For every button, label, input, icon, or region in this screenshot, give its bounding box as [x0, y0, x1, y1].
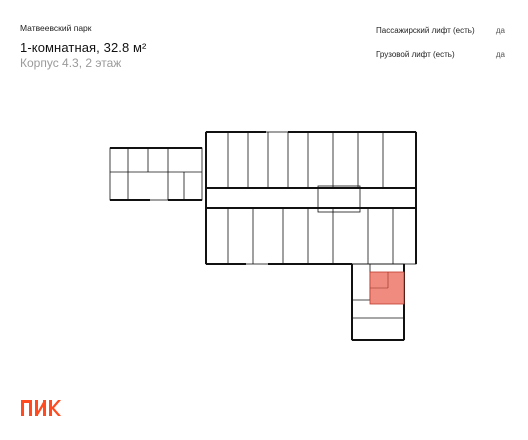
feature-freight-lift-value: да: [495, 50, 505, 59]
feature-freight-lift-label: Грузовой лифт (есть): [376, 50, 455, 59]
floor-plan: [109, 131, 417, 341]
building-floor: Корпус 4.3, 2 этаж: [20, 56, 122, 70]
apartment-title: 1-комнатная, 32.8 м²: [20, 40, 147, 55]
left-wing-outline: [109, 147, 203, 201]
project-name: Матвеевский парк: [20, 23, 92, 33]
feature-passenger-lift-label: Пассажирский лифт (есть): [376, 26, 475, 35]
feature-passenger-lift-value: да: [495, 26, 505, 35]
main-block-outline: [205, 131, 417, 265]
pik-logo-icon: [21, 400, 61, 416]
stair-core: [317, 185, 361, 213]
